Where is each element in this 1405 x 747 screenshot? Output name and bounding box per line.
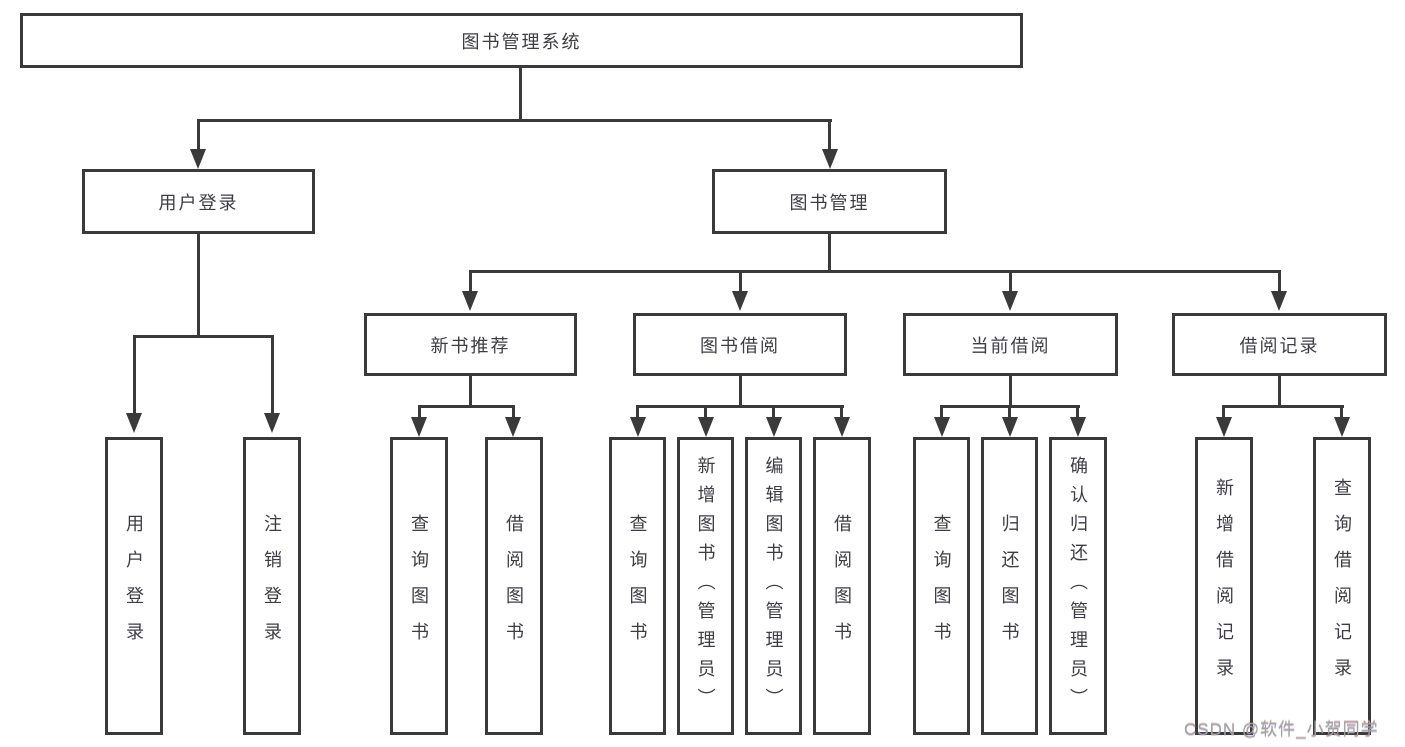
connector-to-book-borrowing [739,270,742,293]
arrow-down-icon [732,291,748,311]
arrow-down-icon [190,149,206,169]
arrow-down-icon [264,413,280,433]
arrow-down-icon [1334,417,1350,437]
node-book-borrowing-label: 图书借阅 [700,335,780,356]
connector-book-management-stem [828,234,831,273]
connector-stub [1222,405,1225,419]
leaf-query-books-current-label: 查询图书 [931,514,952,658]
connector-new-book-recommend-stem [469,375,472,408]
connector-current-borrowing-stem [1009,375,1012,408]
connector-to-book-management [828,119,831,151]
connector-new-book-recommend-hbar [418,405,515,408]
leaf-query-books-current: 查询图书 [913,437,970,735]
connector-to-leaf-logout [271,335,274,414]
leaf-user-login-label: 用户登录 [124,514,144,658]
node-root-label: 图书管理系统 [461,31,582,52]
leaf-query-books-borrowing: 查询图书 [609,437,666,735]
connector-stub [1008,405,1011,419]
arrow-down-icon [1002,417,1018,437]
connector-stub [704,405,707,419]
leaf-borrow-books-label: 借阅图书 [832,514,852,658]
node-root: 图书管理系统 [20,13,1023,68]
connector-stub [840,405,843,419]
connector-stub [418,405,421,419]
connector-root-stem [519,66,522,122]
leaf-query-books-borrowing-label: 查询图书 [627,514,648,658]
leaf-logout-label: 注销登录 [262,514,282,658]
connector-stub [772,405,775,419]
connector-level2-hbar [469,270,1281,273]
arrow-down-icon [834,417,850,437]
arrow-down-icon [1271,291,1287,311]
connector-book-borrowing-hbar [636,405,844,408]
arrow-down-icon [462,291,478,311]
connector-level1-hbar [197,119,832,122]
node-book-borrowing: 图书借阅 [633,313,847,376]
arrow-down-icon [698,417,714,437]
arrow-down-icon [505,417,521,437]
leaf-add-books-admin-label: 新增图书（管理员） [695,455,716,717]
node-current-borrowing-label: 当前借阅 [970,335,1051,356]
arrow-down-icon [1216,417,1232,437]
arrow-down-icon [934,417,950,437]
leaf-logout: 注销登录 [243,437,301,735]
connector-book-borrowing-stem [739,375,742,408]
leaf-query-borrow-record: 查询借阅记录 [1313,437,1371,735]
leaf-add-books-admin: 新增图书（管理员） [677,437,734,735]
connector-stub [512,405,515,419]
connector-stub [1340,405,1343,419]
connector-borrowing-records-stem [1278,375,1281,408]
arrow-down-icon [126,413,142,433]
arrow-down-icon [822,149,838,169]
node-current-borrowing: 当前借阅 [903,313,1118,376]
leaf-query-borrow-record-label: 查询借阅记录 [1332,478,1352,694]
connector-to-current-borrowing [1009,270,1012,293]
node-book-management: 图书管理 [712,169,947,234]
leaf-user-login: 用户登录 [105,437,163,735]
leaf-query-books-recommend: 查询图书 [390,437,448,735]
connector-borrowing-records-hbar [1222,405,1344,408]
leaf-edit-books-admin: 编辑图书（管理员） [745,437,802,735]
connector-to-borrowing-records [1278,270,1281,293]
leaf-borrow-books-recommend-label: 借阅图书 [504,514,524,658]
arrow-down-icon [630,417,646,437]
connector-stub [940,405,943,419]
node-user-login: 用户登录 [82,169,315,234]
arrow-down-icon [1002,291,1018,311]
leaf-edit-books-admin-label: 编辑图书（管理员） [763,455,784,717]
arrow-down-icon [766,417,782,437]
leaf-confirm-return-admin: 确认归还（管理员） [1049,437,1107,735]
arrow-down-icon [411,417,427,437]
node-user-login-label: 用户登录 [158,192,239,213]
leaf-return-books-label: 归还图书 [999,514,1020,658]
leaf-query-books-recommend-label: 查询图书 [409,514,429,658]
leaf-borrow-books-recommend: 借阅图书 [485,437,543,735]
node-book-management-label: 图书管理 [789,192,870,213]
leaf-confirm-return-admin-label: 确认归还（管理员） [1068,455,1088,717]
node-borrowing-records: 借阅记录 [1172,313,1387,376]
connector-stub [1076,405,1079,419]
connector-to-leaf-user-login [133,335,136,414]
connector-stub [636,405,639,419]
connector-user-login-hbar [133,335,274,338]
node-new-book-recommend-label: 新书推荐 [430,335,511,356]
leaf-add-borrow-record: 新增借阅记录 [1195,437,1253,735]
node-borrowing-records-label: 借阅记录 [1239,335,1320,356]
node-new-book-recommend: 新书推荐 [364,313,577,376]
csdn-watermark: CSDN @软件_小贺同学 [1184,720,1379,739]
leaf-return-books: 归还图书 [981,437,1038,735]
leaf-borrow-books: 借阅图书 [813,437,871,735]
connector-to-user-login [197,119,200,151]
connector-to-new-book-recommend [469,270,472,293]
connector-user-login-stem [197,233,200,338]
arrow-down-icon [1070,417,1086,437]
leaf-add-borrow-record-label: 新增借阅记录 [1214,478,1234,694]
